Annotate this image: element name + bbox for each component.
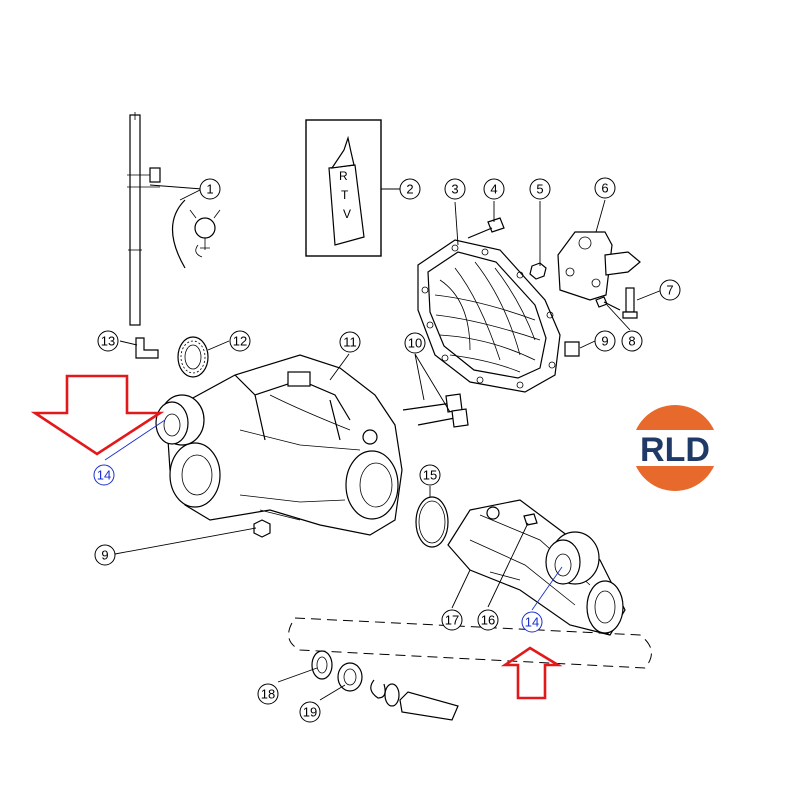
part-extension-housing [447, 499, 626, 636]
shaft-assembly-outline [288, 617, 652, 669]
part-differential-housing [167, 354, 403, 536]
svg-text:9: 9 [601, 334, 608, 349]
callout-11: 11 [339, 331, 361, 353]
part-bolts-10 [402, 393, 469, 428]
svg-text:12: 12 [233, 334, 247, 349]
svg-text:3: 3 [451, 182, 458, 197]
svg-text:16: 16 [481, 613, 495, 628]
callout-15: 15 [419, 464, 441, 486]
part-seal-12 [177, 336, 209, 378]
svg-text:14: 14 [97, 468, 111, 483]
part-bearing-19 [337, 662, 363, 692]
callout-9-lower: 9 [94, 544, 116, 566]
callout-3: 3 [444, 178, 466, 200]
callout-9-upper: 9 [594, 330, 616, 352]
part-snap-ring [370, 679, 386, 699]
svg-text:9: 9 [101, 548, 108, 563]
part-bolt-4 [467, 217, 505, 239]
callout-12: 12 [229, 330, 251, 352]
callout-8: 8 [621, 330, 643, 352]
part-fitting-13 [135, 337, 159, 359]
red-arrow-right [500, 646, 563, 700]
svg-text:5: 5 [536, 182, 543, 197]
part-washer [384, 683, 400, 707]
part-breather-tube [127, 112, 221, 326]
callout-16: 16 [477, 609, 499, 631]
part-bolt-16 [523, 513, 538, 526]
red-arrow-left [30, 374, 165, 456]
part-plug-9-upper [564, 341, 580, 357]
part-nut-9-lower [253, 519, 271, 538]
svg-text:7: 7 [666, 283, 673, 298]
callout-13: 13 [97, 330, 119, 352]
svg-text:11: 11 [343, 335, 357, 350]
svg-text:17: 17 [445, 613, 459, 628]
callout-5: 5 [529, 178, 551, 200]
svg-text:1: 1 [206, 182, 213, 197]
svg-text:4: 4 [490, 182, 497, 197]
svg-text:2: 2 [406, 182, 413, 197]
callout-7: 7 [659, 279, 681, 301]
svg-text:18: 18 [261, 687, 275, 702]
part-bearing-18 [311, 650, 333, 680]
callout-17: 17 [441, 609, 463, 631]
callout-19: 19 [299, 701, 321, 723]
svg-text:6: 6 [601, 181, 608, 196]
svg-text:8: 8 [628, 334, 635, 349]
svg-text:15: 15 [423, 468, 437, 483]
rld-logo-text: RLD [640, 431, 710, 469]
rtv-letter-t: T [341, 188, 349, 202]
callout-14-right: 14 [521, 611, 543, 633]
rld-logo: RLD [628, 405, 722, 491]
part-bolt-8 [595, 296, 621, 311]
part-nut-5 [529, 262, 547, 280]
callout-18: 18 [257, 683, 279, 705]
callout-10: 10 [404, 332, 426, 354]
part-differential-cover [417, 239, 561, 393]
svg-text:14: 14 [525, 615, 539, 630]
svg-text:10: 10 [408, 336, 422, 351]
svg-text:13: 13 [101, 334, 115, 349]
callout-14-left: 14 [93, 464, 115, 486]
part-rtv-sealant: R T V [305, 119, 382, 257]
callout-1: 1 [199, 178, 221, 200]
part-shaft [399, 691, 459, 721]
part-oring-15 [415, 496, 449, 548]
part-bushing-14-left [155, 394, 205, 446]
callout-2: 2 [399, 178, 421, 200]
part-bolt-7 [622, 287, 638, 319]
svg-text:19: 19 [303, 705, 317, 720]
callout-4: 4 [483, 178, 505, 200]
part-mount-bracket [557, 231, 641, 301]
callout-6: 6 [594, 177, 616, 199]
part-bushing-14-right [545, 531, 600, 585]
rtv-letter-v: V [343, 207, 351, 221]
leader-lines [104, 184, 663, 701]
rtv-letter-r: R [339, 169, 348, 183]
